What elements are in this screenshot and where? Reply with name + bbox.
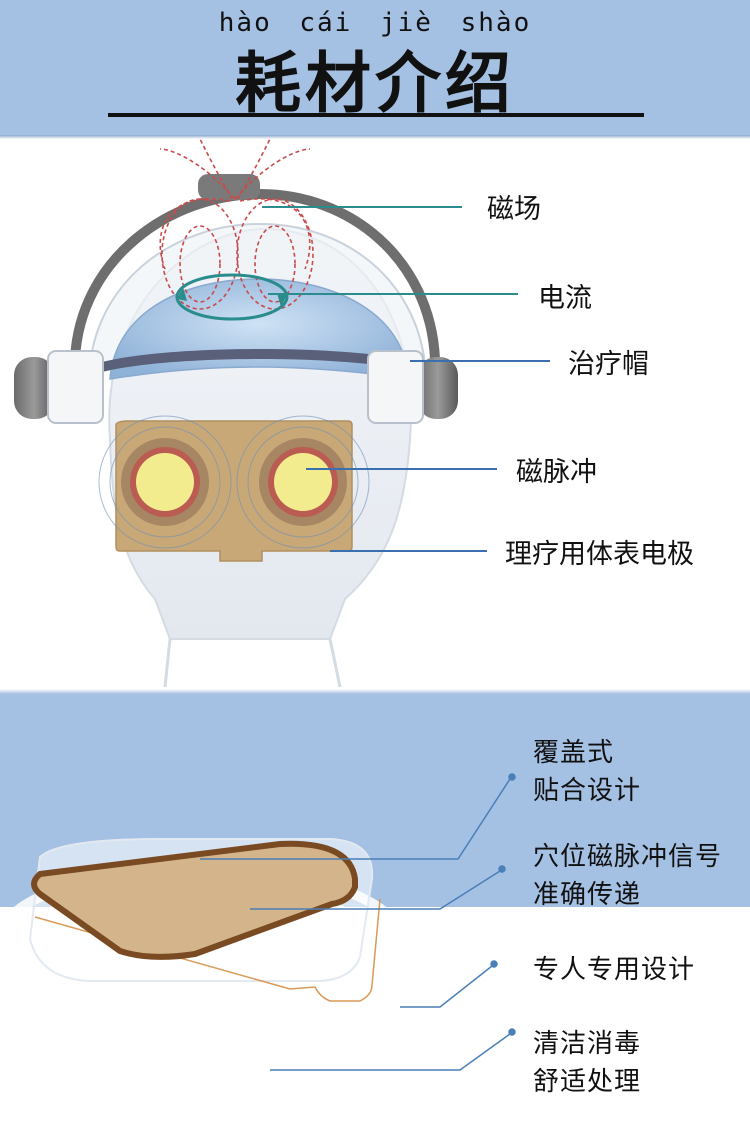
feature-personal-use: 专人专用设计 (533, 951, 695, 989)
label-treatment-cap: 治疗帽 (568, 349, 649, 380)
label-current: 电流 (538, 283, 592, 314)
magnetic-field-lines (159, 139, 314, 310)
feature-line: 舒适处理 (533, 1067, 642, 1097)
helmet-illustration (14, 139, 550, 688)
feature-line: 专人专用设计 (533, 955, 696, 985)
current-loop (175, 273, 289, 321)
left-pulse (98, 415, 232, 549)
feature-signal-transmission: 穴位磁脉冲信号 准确传递 (533, 838, 722, 914)
pad-illustration (0, 773, 516, 1071)
feature-line: 贴合设计 (533, 776, 642, 806)
helmet-illustration-section: 磁场 电流 治疗帽 磁脉冲 理疗用体表电极 (0, 139, 750, 689)
feature-line: 穴位磁脉冲信号 (533, 842, 723, 872)
right-pulse (236, 415, 370, 549)
backing-sheet (34, 898, 381, 1002)
feature-line: 准确传递 (533, 880, 642, 910)
title-pinyin: hào cái jiè shào (218, 8, 532, 38)
feature-sanitize: 清洁消毒 舒适处理 (533, 1025, 641, 1101)
right-ear-piece (367, 350, 458, 424)
feature-line: 覆盖式 (533, 738, 615, 768)
label-electrode: 理疗用体表电极 (505, 539, 694, 570)
label-magnetic-field: 磁场 (487, 194, 541, 225)
features-band-divider (0, 689, 750, 694)
left-ear-piece (14, 350, 104, 424)
features-section: 覆盖式 贴合设计 穴位磁脉冲信号 准确传递 专人专用设计 清洁消毒 舒适处理 (0, 689, 750, 1138)
header-divider (0, 135, 750, 139)
electrode-pad-product (31, 840, 358, 960)
leader-lines (262, 206, 550, 552)
header-banner: hào cái jiè shào 耗材介绍 (0, 0, 750, 137)
title-underline (108, 113, 644, 117)
feature-line: 清洁消毒 (533, 1029, 642, 1059)
feature-cover-fit: 覆盖式 贴合设计 (533, 734, 641, 810)
feature-leaders (200, 773, 516, 1071)
label-magnetic-pulse: 磁脉冲 (516, 457, 597, 488)
page-title: 耗材介绍 (235, 45, 515, 122)
